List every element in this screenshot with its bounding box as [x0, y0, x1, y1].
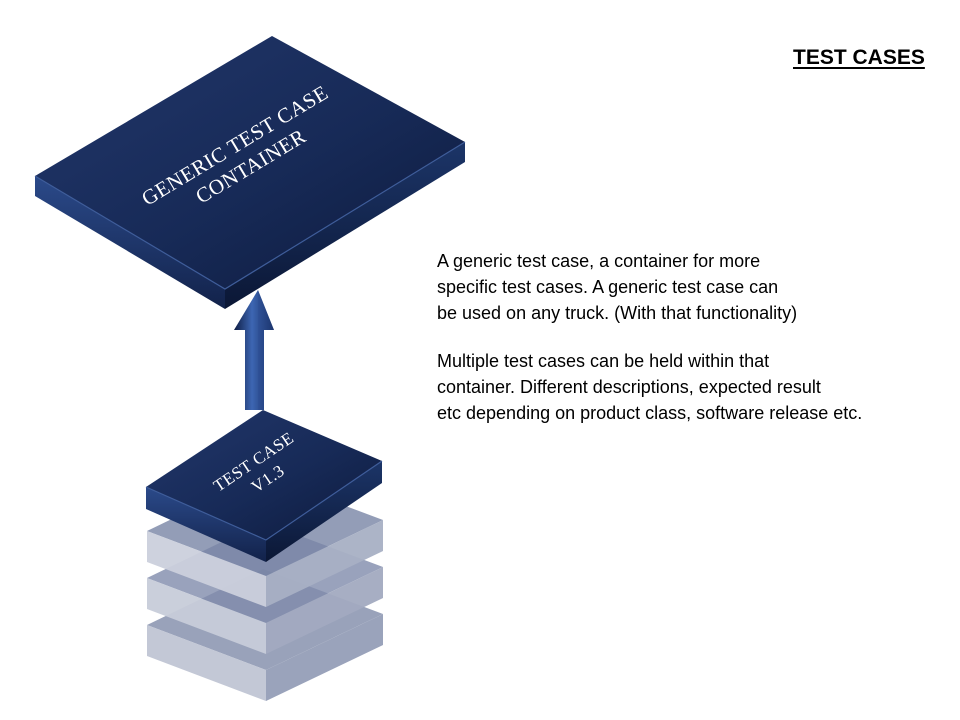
- paragraph-1-line-2: specific test cases. A generic test case…: [437, 277, 779, 297]
- paragraph-2-line-3: etc depending on product class, software…: [437, 403, 863, 423]
- description-paragraph-2: Multiple test cases can be held within t…: [437, 348, 862, 426]
- description-paragraph-1: A generic test case, a container for mor…: [437, 248, 797, 326]
- up-arrow-icon: [234, 290, 274, 410]
- paragraph-2-line-2: container. Different descriptions, expec…: [437, 377, 821, 397]
- test-case-box: [145, 410, 383, 562]
- paragraph-2-line-1: Multiple test cases can be held within t…: [437, 351, 770, 371]
- generic-container-box: [34, 36, 466, 309]
- paragraph-1-line-3: be used on any truck. (With that functio…: [437, 303, 798, 323]
- page-title: TEST CASES: [793, 46, 925, 69]
- paragraph-1-line-1: A generic test case, a container for mor…: [437, 251, 761, 271]
